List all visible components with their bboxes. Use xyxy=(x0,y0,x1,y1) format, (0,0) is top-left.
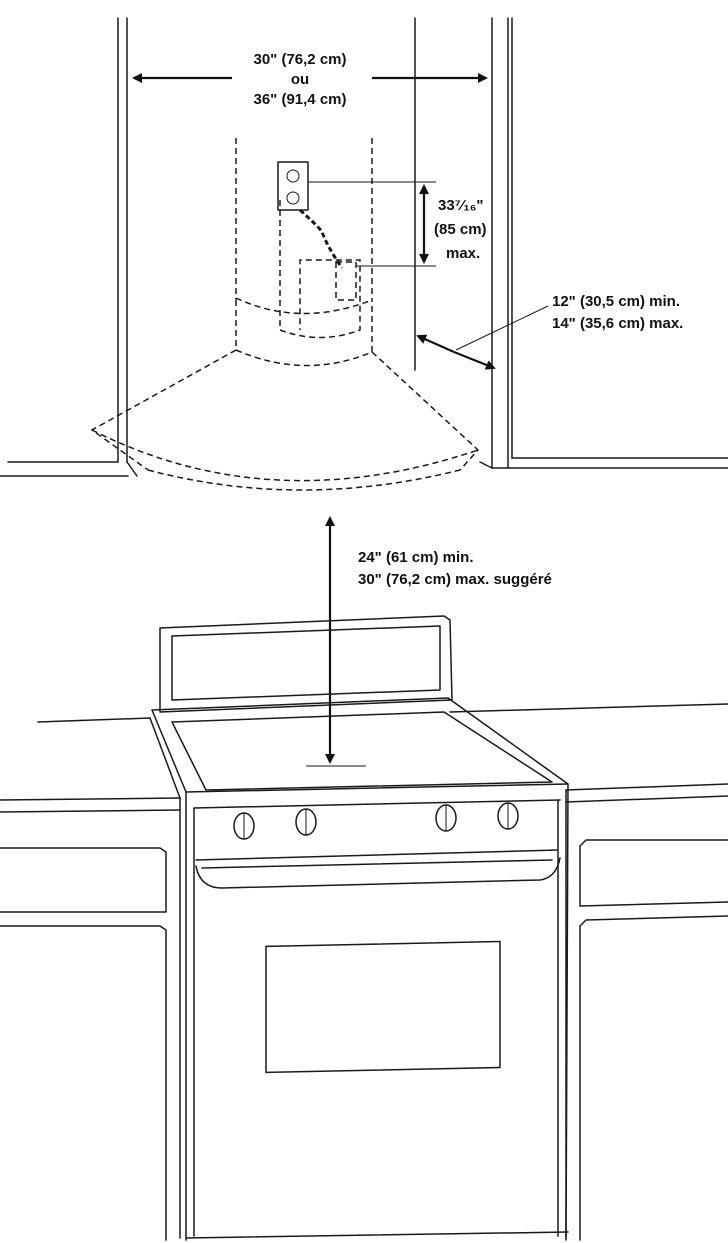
electrical-outlet xyxy=(277,161,309,211)
power-cord xyxy=(298,208,344,269)
outlet-height-label-line2: (85 cm) xyxy=(434,221,487,238)
cooktop-clearance-label-line2: 30" (76,2 cm) max. suggéré xyxy=(358,571,552,588)
width-label-line1: 30" (76,2 cm) xyxy=(254,51,347,68)
left-lower-cabinet xyxy=(0,717,181,1241)
right-wall-cabinet xyxy=(479,17,728,469)
width-label-line2: ou xyxy=(291,71,309,88)
outlet-height-dimension xyxy=(308,181,436,267)
left-wall-cabinet xyxy=(0,17,138,477)
outlet-height-label-line1: 33⁷⁄₁₆" xyxy=(438,197,484,214)
side-clearance-label-line1: 12" (30,5 cm) min. xyxy=(552,293,680,310)
outlet-height-label-line3: max. xyxy=(446,245,480,262)
cooktop-clearance-dimension xyxy=(306,516,366,767)
kitchen-range xyxy=(151,615,569,1241)
side-clearance-dimension xyxy=(416,305,549,370)
width-label-line3: 36" (91,4 cm) xyxy=(254,91,347,108)
cooktop-clearance-label-line1: 24" (61 cm) min. xyxy=(358,549,474,566)
hood-plug xyxy=(335,261,357,301)
range-knobs xyxy=(233,802,519,840)
side-clearance-label-line2: 14" (35,6 cm) max. xyxy=(552,315,683,332)
range-hood-outline xyxy=(90,138,480,491)
right-lower-cabinet xyxy=(449,703,728,1241)
